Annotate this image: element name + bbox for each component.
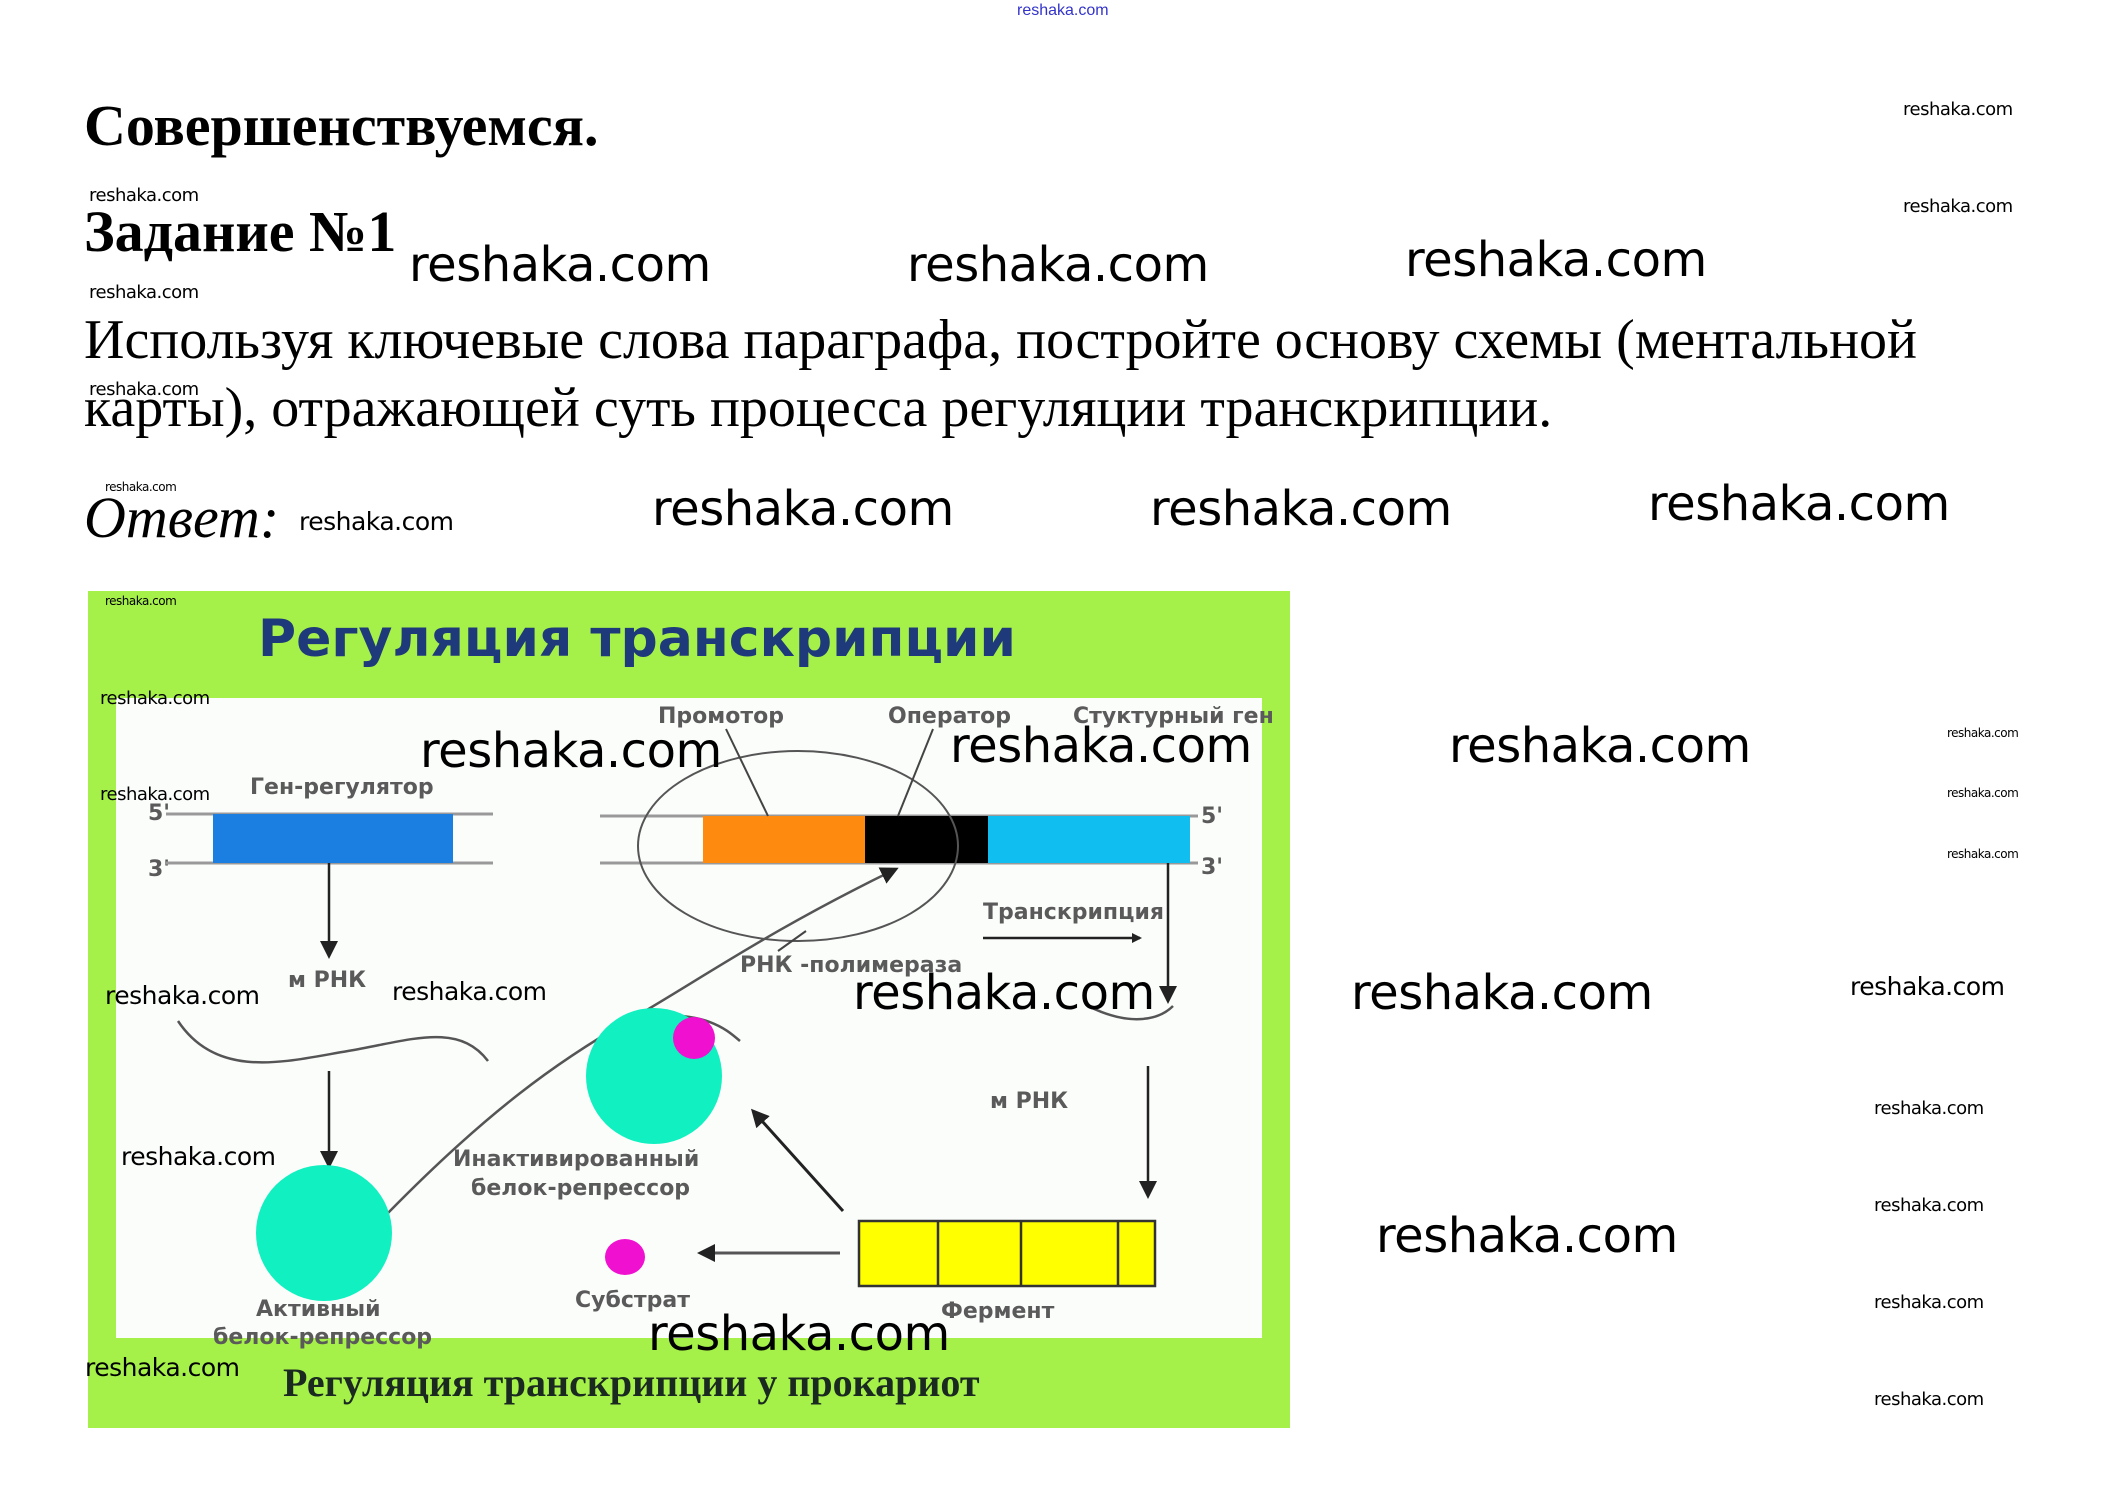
operator-block bbox=[865, 816, 988, 863]
watermark: reshaka.com bbox=[100, 784, 210, 805]
watermark: reshaka.com bbox=[1850, 972, 2005, 1001]
active-repressor-protein bbox=[256, 1165, 392, 1301]
label-5prime-left: 5' bbox=[148, 801, 170, 826]
watermark: reshaka.com bbox=[1947, 786, 2019, 800]
label-mrna-right: м РНК bbox=[990, 1089, 1068, 1114]
substrate bbox=[605, 1239, 645, 1275]
watermark: reshaka.com bbox=[420, 723, 722, 779]
pointer-promoter bbox=[725, 728, 769, 817]
diagram-footer: Регуляция транскрипции у прокариот bbox=[283, 1360, 980, 1405]
watermark: reshaka.com bbox=[121, 1142, 276, 1171]
mrna-strand-left bbox=[176, 1020, 489, 1064]
label-structural-gene: Стуктурный ген bbox=[1073, 704, 1274, 729]
arrow-enzyme-to-inactive-repressor bbox=[750, 1108, 845, 1213]
task-text-line-1: Используя ключевые слова параграфа, пост… bbox=[84, 309, 1918, 371]
transcription-regulation-diagram: Регуляция транскрипции Ген-регулятор 5' … bbox=[88, 591, 1290, 1428]
task-title: Задание №1 bbox=[84, 199, 397, 264]
watermark: reshaka.com bbox=[89, 379, 199, 400]
label-transcription: Транскрипция bbox=[983, 900, 1164, 925]
bound-substrate bbox=[673, 1017, 715, 1059]
label-3prime-left: 3' bbox=[148, 857, 170, 882]
watermark: reshaka.com bbox=[1874, 1292, 1984, 1313]
watermark: reshaka.com bbox=[1376, 1208, 1678, 1264]
watermark: reshaka.com bbox=[1874, 1098, 1984, 1119]
watermark: reshaka.com bbox=[1449, 718, 1751, 774]
promoter-block bbox=[703, 816, 865, 863]
rna-polymerase-ellipse bbox=[637, 750, 959, 942]
watermark: reshaka.com bbox=[1903, 196, 2013, 217]
task-text-line-2: карты), отражающей суть процесса регуляц… bbox=[84, 377, 1553, 439]
label-substrate: Субстрат bbox=[575, 1288, 690, 1313]
pointer-operator bbox=[897, 728, 934, 817]
label-rna-polymerase: РНК -полимераза bbox=[740, 953, 962, 978]
diagram-title: Регуляция транскрипции bbox=[258, 609, 1016, 669]
watermark: reshaka.com bbox=[1405, 232, 1707, 288]
label-enzyme: Фермент bbox=[941, 1299, 1055, 1324]
watermark: reshaka.com bbox=[89, 185, 199, 206]
watermark: reshaka.com bbox=[1947, 847, 2019, 861]
watermark: reshaka.com bbox=[105, 981, 260, 1010]
label-promoter: Промотор bbox=[658, 704, 784, 729]
watermark: reshaka.com bbox=[950, 718, 1252, 774]
watermark: reshaka.com bbox=[89, 282, 199, 303]
regulator-gene-block bbox=[213, 814, 453, 863]
watermark: reshaka.com bbox=[1874, 1195, 1984, 1216]
label-regulator-gene: Ген-регулятор bbox=[250, 775, 434, 800]
watermark-top: reshaka.com bbox=[1017, 2, 1109, 19]
watermark: reshaka.com bbox=[652, 481, 954, 537]
watermark: reshaka.com bbox=[105, 594, 177, 608]
label-inactive-repressor-2: белок-репрессор bbox=[471, 1176, 690, 1201]
label-3prime-right: 3' bbox=[1201, 855, 1223, 880]
watermark: reshaka.com bbox=[100, 688, 210, 709]
label-inactive-repressor-1: Инактивированный bbox=[453, 1147, 699, 1172]
watermark: reshaka.com bbox=[648, 1306, 950, 1362]
structural-gene-block bbox=[988, 816, 1190, 863]
watermark: reshaka.com bbox=[853, 965, 1155, 1021]
watermark: reshaka.com bbox=[392, 977, 547, 1006]
pointer-rna-polymerase bbox=[777, 930, 807, 952]
label-mrna-left: м РНК bbox=[288, 968, 366, 993]
enzyme-block bbox=[857, 1219, 1157, 1288]
watermark: reshaka.com bbox=[1903, 99, 2013, 120]
mrna-strand-right bbox=[1087, 1004, 1174, 1021]
label-5prime-right: 5' bbox=[1201, 804, 1223, 829]
watermark: reshaka.com bbox=[1874, 1389, 1984, 1410]
watermark: reshaka.com bbox=[1351, 965, 1653, 1021]
watermark: reshaka.com bbox=[409, 237, 711, 293]
watermark: reshaka.com bbox=[105, 480, 177, 494]
label-active-repressor-1: Активный bbox=[256, 1297, 381, 1322]
watermark: reshaka.com bbox=[1947, 726, 2019, 740]
watermark: reshaka.com bbox=[1150, 481, 1452, 537]
answer-label: Ответ: bbox=[84, 485, 280, 550]
watermark: reshaka.com bbox=[85, 1353, 240, 1382]
watermark: reshaka.com bbox=[907, 237, 1209, 293]
watermark: reshaka.com bbox=[1648, 476, 1950, 532]
label-active-repressor-2: белок-репрессор bbox=[213, 1325, 432, 1350]
watermark: reshaka.com bbox=[299, 507, 454, 536]
page-heading: Совершенствуемся. bbox=[84, 93, 599, 158]
label-operator: Оператор bbox=[888, 704, 1011, 729]
